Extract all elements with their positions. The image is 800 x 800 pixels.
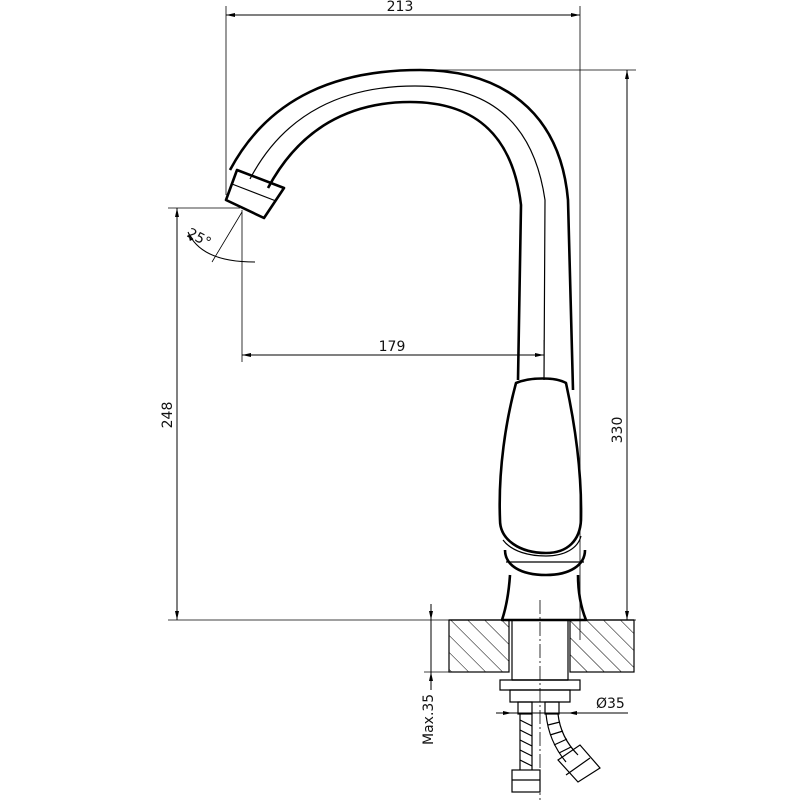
dimension-label-330: 330 [610,417,626,444]
base-column [500,574,588,622]
aerator [224,168,286,220]
faucet-body [224,68,588,622]
spout-outer-contour [228,68,575,391]
dimension-overall-width: 213 [225,0,581,640]
dimension-total-height: 330 [430,69,636,621]
dimension-spout-angle: 25° [184,211,256,263]
dimension-max-thickness: Max.35 [421,604,449,745]
dimension-spout-reach: 179 [241,210,545,362]
countertop [448,619,635,673]
mounting-parts [499,600,601,800]
dimension-label-213: 213 [387,0,414,15]
dimension-label-max35: Max.35 [421,694,437,745]
dimension-label-diameter: Ø35 [596,696,625,712]
dimension-outlet-height: 248 [160,207,449,621]
lever-handle [498,377,583,555]
dimension-hole-diameter: Ø35 [496,696,628,715]
spout-center-line [249,85,546,381]
dimension-label-248: 248 [160,402,176,429]
dimension-label-angle: 25° [184,225,213,251]
dimension-label-179: 179 [379,339,406,355]
spout-inner-contour [266,100,523,381]
